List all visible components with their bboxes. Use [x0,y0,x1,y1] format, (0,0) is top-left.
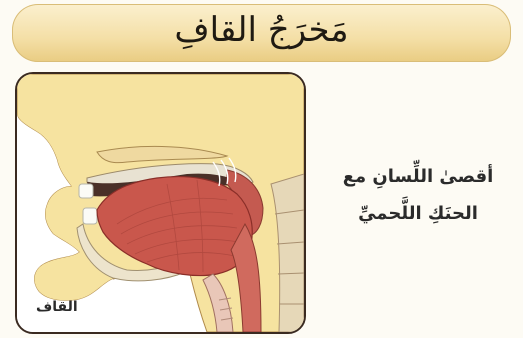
anatomy-illustration [17,74,304,332]
description-line-2: الحنَكِ اللَّحميِّ [320,203,516,224]
title-banner: مَخرَجُ القافِ [12,4,511,62]
description-line-1: أقصىٰ اللِّسانِ مع [320,166,516,187]
upper-teeth [79,184,93,198]
figure-label: القاف [36,299,78,315]
lower-teeth [83,208,97,224]
mouth-cross-section-figure: القاف [15,72,306,334]
page-title: مَخرَجُ القافِ [12,10,511,50]
